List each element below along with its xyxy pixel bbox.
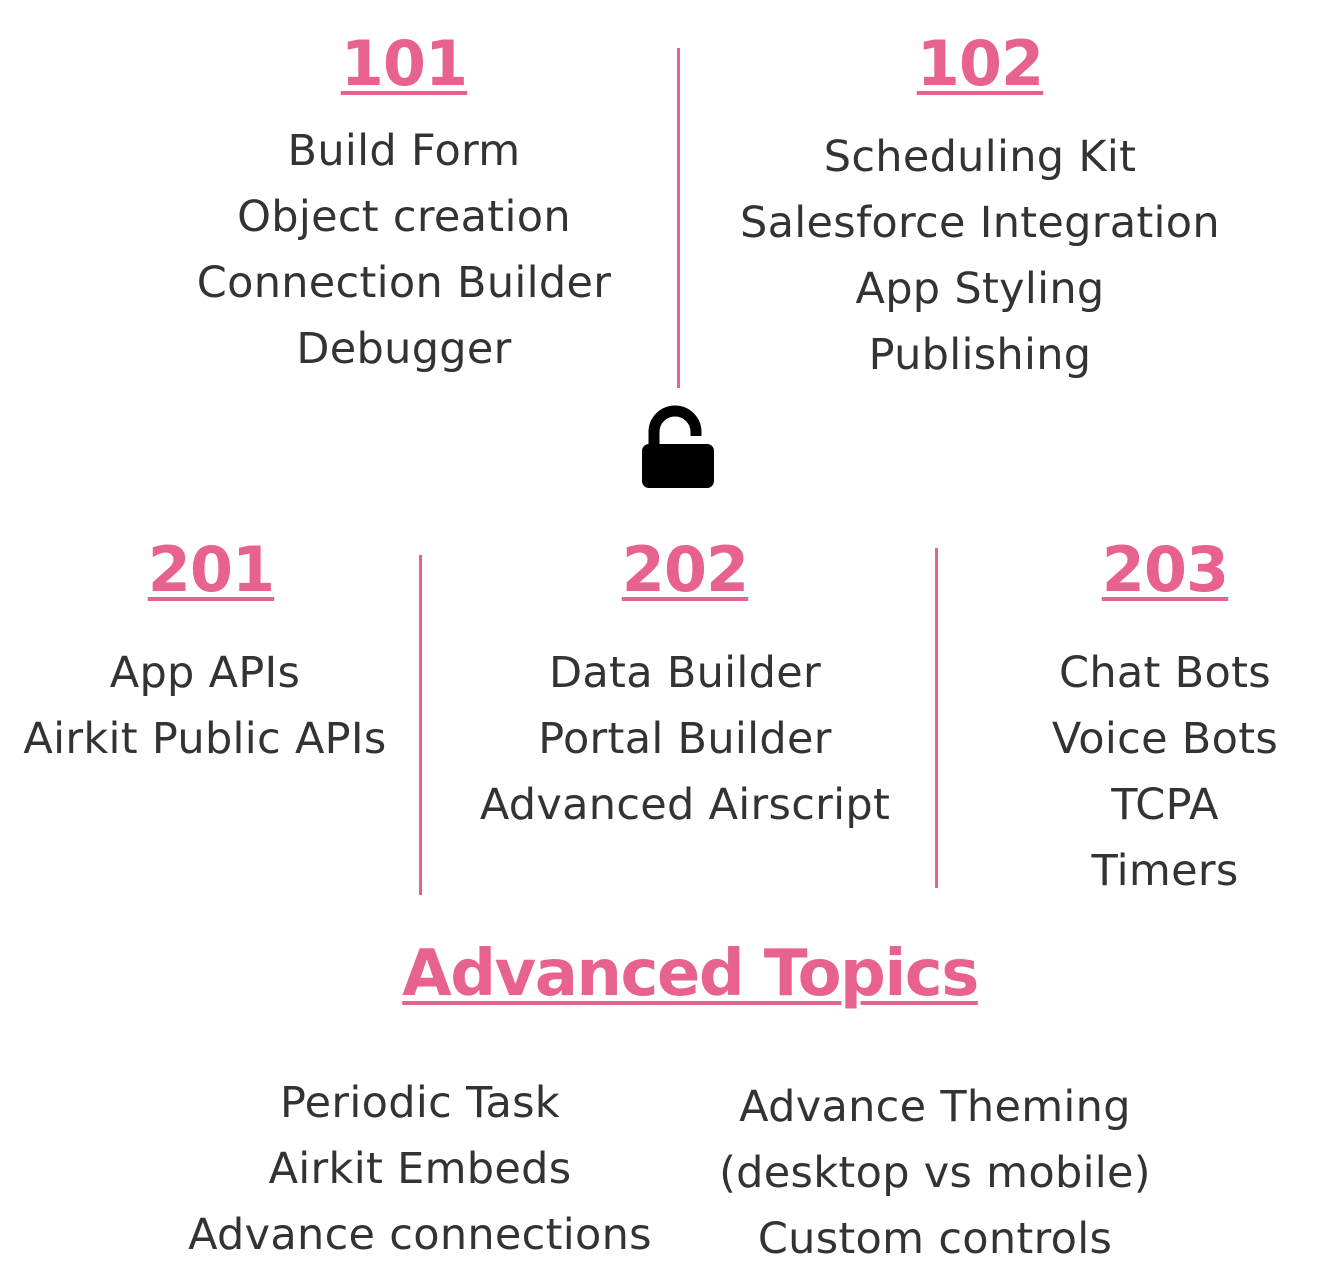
advanced-topics-heading-wrap: Advanced Topics [330,932,1050,1016]
list-item: (desktop vs mobile) [719,1148,1151,1198]
advanced-topics-title: Advanced Topics [402,937,979,1011]
list-item: Connection Builder [196,258,612,308]
unlocked-padlock-icon [640,404,718,490]
advanced-topics-left: Periodic Task Airkit Embeds Advance conn… [180,1070,660,1268]
divider-101-102 [677,48,680,388]
section-203-title: 203 [1101,533,1229,606]
list-item: Advance Theming [739,1082,1131,1132]
section-201-title: 201 [147,533,275,606]
section-101: 101 Build Form Object creation Connectio… [130,22,678,382]
divider-202-203 [935,548,938,888]
list-item: Airkit Public APIs [23,714,387,764]
list-item: App Styling [855,264,1105,314]
list-item: Scheduling Kit [823,132,1137,182]
section-102: 102 Scheduling Kit Salesforce Integratio… [690,22,1270,388]
list-item: Advance connections [188,1210,652,1260]
list-item: Chat Bots [1059,648,1271,698]
list-item: Publishing [868,330,1092,380]
section-102-list: Scheduling Kit Salesforce Integration Ap… [690,124,1270,388]
advanced-left-list: Periodic Task Airkit Embeds Advance conn… [180,1070,660,1268]
section-201-list: App APIs Airkit Public APIs [0,640,410,772]
list-item: Voice Bots [1051,714,1279,764]
list-item: Advanced Airscript [479,780,891,830]
list-item: Portal Builder [538,714,832,764]
section-203: 203 Chat Bots Voice Bots TCPA Timers [1010,528,1320,904]
advanced-topics-right: Advance Theming (desktop vs mobile) Cust… [700,1074,1170,1272]
section-202-list: Data Builder Portal Builder Advanced Air… [430,640,940,838]
section-202-title: 202 [621,533,749,606]
section-102-title: 102 [916,27,1044,100]
section-201: 201 App APIs Airkit Public APIs [0,528,410,772]
section-203-list: Chat Bots Voice Bots TCPA Timers [1010,640,1320,904]
advanced-right-list: Advance Theming (desktop vs mobile) Cust… [700,1074,1170,1272]
list-item: Airkit Embeds [268,1144,572,1194]
list-item: Custom controls [757,1214,1113,1264]
list-item: Object creation [237,192,571,242]
list-item: Build Form [287,126,521,176]
divider-201-202 [419,555,422,895]
list-item: TCPA [1111,780,1219,830]
section-101-title: 101 [340,27,468,100]
list-item: Data Builder [548,648,821,698]
list-item: App APIs [109,648,301,698]
list-item: Periodic Task [279,1078,561,1128]
list-item: Timers [1091,846,1239,896]
section-202: 202 Data Builder Portal Builder Advanced… [430,528,940,838]
list-item: Salesforce Integration [740,198,1220,248]
section-101-list: Build Form Object creation Connection Bu… [130,118,678,382]
list-item: Debugger [296,324,512,374]
